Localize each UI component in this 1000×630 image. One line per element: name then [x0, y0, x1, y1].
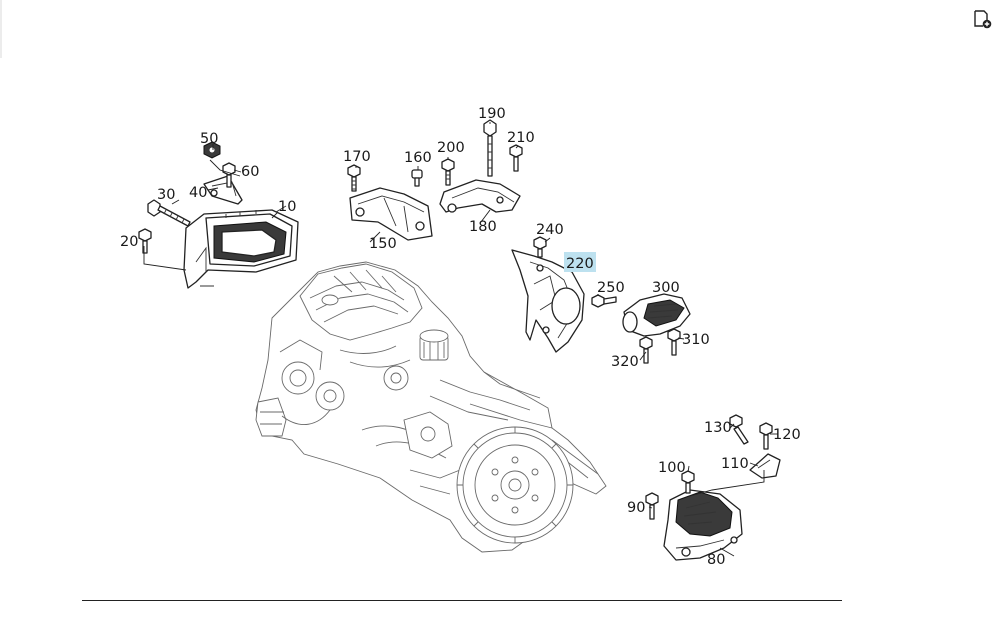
bolt-210 — [509, 144, 523, 172]
bolt-200 — [441, 158, 455, 186]
bolt-250 — [591, 294, 617, 308]
callout-10[interactable]: 10 — [278, 199, 296, 215]
bolt-190 — [483, 119, 497, 177]
callout-190[interactable]: 190 — [478, 106, 506, 122]
callout-60[interactable]: 60 — [241, 164, 259, 180]
callout-310[interactable]: 310 — [682, 332, 710, 348]
callout-160[interactable]: 160 — [404, 150, 432, 166]
callout-170[interactable]: 170 — [343, 149, 371, 165]
callout-30[interactable]: 30 — [157, 187, 175, 203]
bolt-160 — [411, 169, 423, 187]
transmission-mount-300 — [622, 293, 691, 337]
callout-150[interactable]: 150 — [369, 236, 397, 252]
bracket-180 — [439, 179, 521, 213]
callout-50[interactable]: 50 — [200, 131, 218, 147]
callout-130[interactable]: 130 — [704, 420, 732, 436]
bottom-divider — [82, 600, 842, 601]
support-150 — [349, 187, 433, 241]
callout-20[interactable]: 20 — [120, 234, 138, 250]
callout-100[interactable]: 100 — [658, 460, 686, 476]
left-panel-edge — [0, 0, 2, 58]
callout-40[interactable]: 40 — [189, 185, 207, 201]
bolt-170 — [347, 164, 361, 192]
callout-90[interactable]: 90 — [627, 500, 645, 516]
engine-assembly — [255, 261, 607, 553]
callout-labels: 10 20 30 40 50 60 80 90 100 110 120 130 … — [120, 106, 801, 568]
bolt-20 — [138, 228, 152, 254]
engine-mount-80 — [663, 489, 743, 561]
callout-110[interactable]: 110 — [721, 456, 749, 472]
bolt-310 — [667, 328, 681, 356]
bolt-240 — [533, 236, 547, 258]
callout-220[interactable]: 220 — [566, 256, 594, 272]
callout-highlight — [564, 252, 596, 272]
callout-240[interactable]: 240 — [536, 222, 564, 238]
bolt-320 — [639, 336, 653, 364]
callout-320[interactable]: 320 — [611, 354, 639, 370]
bracket-40 — [203, 175, 243, 205]
callout-180[interactable]: 180 — [469, 219, 497, 235]
bracket-110 — [749, 453, 781, 479]
add-to-page-icon[interactable] — [972, 9, 992, 29]
nut-50 — [203, 141, 221, 159]
bolt-90 — [645, 492, 659, 520]
bolt-100 — [681, 470, 695, 494]
callout-200[interactable]: 200 — [437, 140, 465, 156]
engine-mount-10 — [183, 205, 299, 289]
bracket-220 — [511, 249, 585, 353]
bolt-130 — [729, 414, 749, 445]
bolt-120 — [759, 422, 773, 450]
callout-210[interactable]: 210 — [507, 130, 535, 146]
callout-80[interactable]: 80 — [707, 552, 725, 568]
callout-300[interactable]: 300 — [652, 280, 680, 296]
callout-250[interactable]: 250 — [597, 280, 625, 296]
leader-lines — [143, 122, 778, 557]
callout-120[interactable]: 120 — [773, 427, 801, 443]
bolt-30 — [147, 199, 191, 227]
